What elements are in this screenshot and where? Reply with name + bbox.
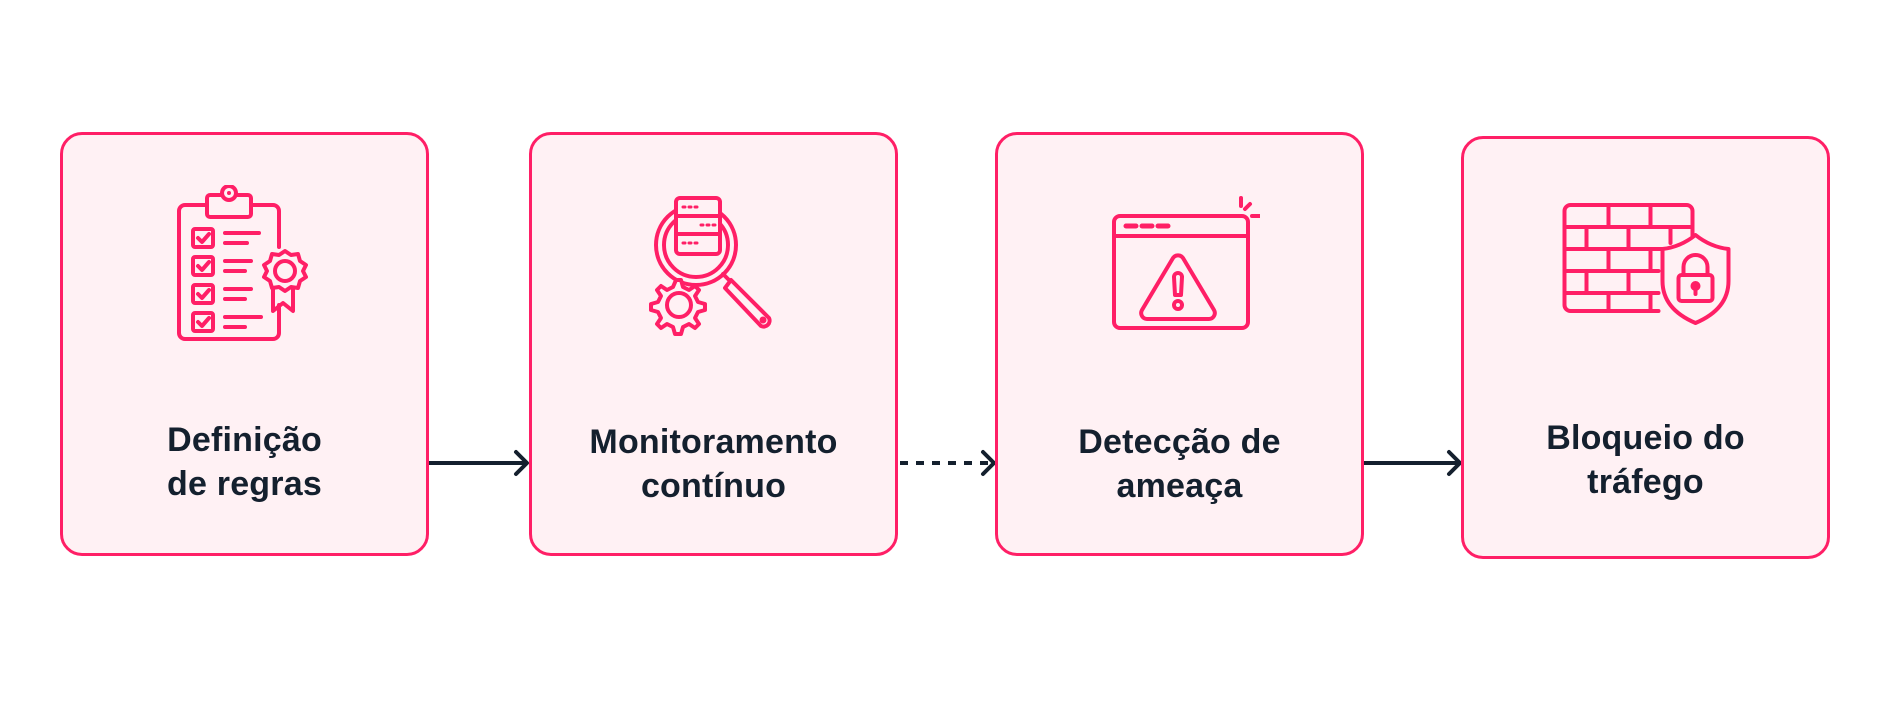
clipboard-checklist-badge-icon [175, 185, 315, 345]
step-label-line2: ameaça [1116, 467, 1243, 505]
step-label-line1: Bloqueio do [1546, 419, 1745, 457]
step-label-line2: contínuo [640, 467, 787, 505]
step-label-line2: de regras [167, 465, 322, 503]
step-box-threat-detection: Detecção de ameaça [995, 132, 1364, 556]
step-label-line1: Definição [167, 421, 322, 459]
firewall-shield-lock-icon [1558, 191, 1733, 331]
arrow-connector-solid [429, 450, 529, 476]
step-box-continuous-monitoring: Monitoramento contínuo [529, 132, 898, 556]
step-label: Monitoramento contínuo [532, 420, 895, 508]
step-label: Definição de regras [63, 418, 426, 506]
arrow-connector-dashed [900, 450, 996, 476]
step-label-line1: Monitoramento [589, 423, 838, 461]
step-box-rule-definition: Definição de regras [60, 132, 429, 556]
step-label: Bloqueio do tráfego [1464, 416, 1827, 504]
arrow-connector-solid [1364, 450, 1462, 476]
step-label-line2: tráfego [1587, 463, 1704, 501]
step-label-line1: Detecção de [1078, 423, 1281, 461]
step-box-traffic-blocking: Bloqueio do tráfego [1461, 136, 1830, 559]
step-label: Detecção de ameaça [998, 420, 1361, 508]
browser-warning-icon [1100, 190, 1260, 330]
server-magnifier-gear-icon [639, 190, 789, 340]
